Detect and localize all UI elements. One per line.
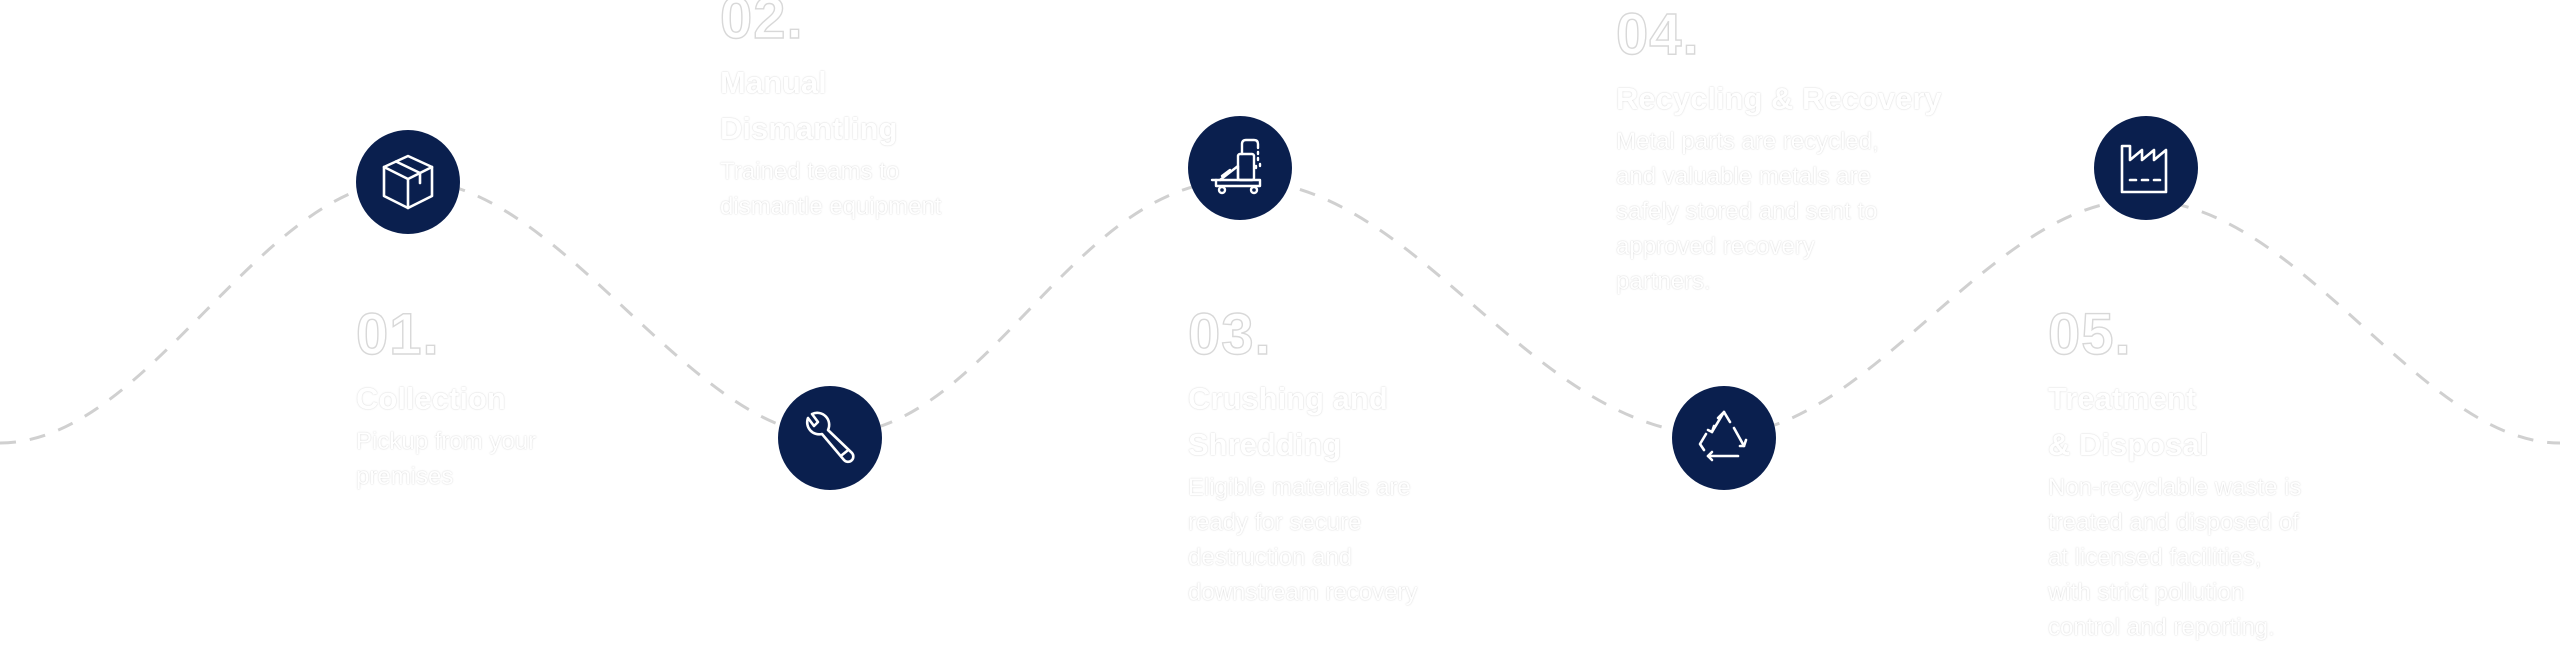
step-1-number: 01. (355, 302, 440, 367)
step-5-number: 05. (2047, 302, 2132, 367)
step-4: 04. Recycling & Recovery Metal parts are… (1615, 2, 1942, 299)
step-4-title: Recycling & Recovery (1616, 81, 1942, 116)
box-icon (382, 154, 434, 210)
step-3-description: Eligible materials are ready for secure … (1188, 474, 1418, 606)
step-5-node (2094, 116, 2198, 220)
shredder-machine-icon (1210, 138, 1262, 195)
step-5-title: Treatment & Disposal (2048, 381, 2209, 462)
step-5: 05. Treatment & Disposal Non-recyclable … (2047, 302, 2302, 645)
step-1: 01. Collection Pickup from your premises (355, 302, 537, 494)
step-2: 02. Manual Dismantling Trained teams to … (719, 0, 942, 224)
step-3-title: Crushing and Shredding (1188, 381, 1388, 462)
step-4-description: Metal parts are recycled, and valuable m… (1616, 128, 1879, 295)
step-4-number: 04. (1615, 2, 1700, 67)
step-3-number: 03. (1187, 302, 1272, 367)
step-2-number: 02. (719, 0, 804, 51)
step-3: 03. Crushing and Shredding Eligible mate… (1187, 302, 1418, 610)
step-4-node (1672, 386, 1776, 490)
step-1-description: Pickup from your premises (356, 428, 537, 490)
step-5-description: Non-recyclable waste is treated and disp… (2048, 474, 2302, 641)
wrench-icon (805, 411, 855, 464)
step-1-title: Collection (356, 381, 506, 416)
step-2-node (778, 386, 882, 490)
step-1-node (356, 130, 460, 234)
recycle-icon (1698, 410, 1748, 462)
step-2-title: Manual Dismantling (720, 65, 898, 146)
step-2-description: Trained teams to dismantle equipment (720, 158, 942, 220)
step-3-node (1188, 116, 1292, 220)
factory-icon (2120, 144, 2168, 194)
